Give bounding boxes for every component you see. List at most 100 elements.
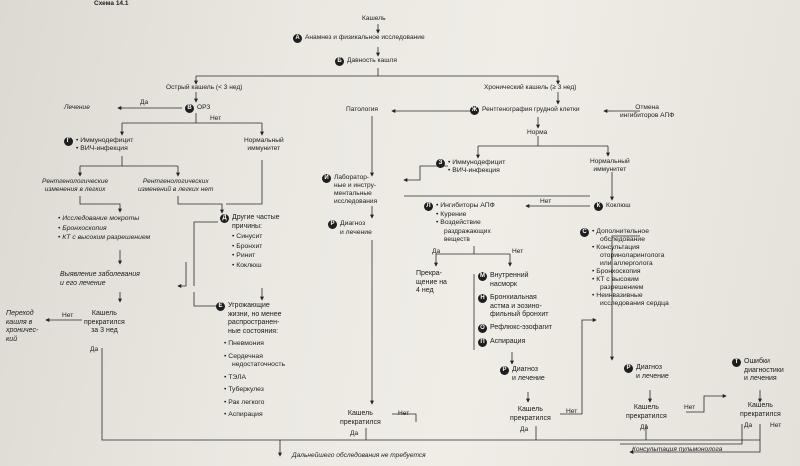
s-item-cont: обследование [600,236,645,243]
text-line: Рентгенологических [142,178,209,185]
node-pulmo-consult: Консультация пульмонолога [632,446,723,453]
label-no-l: Нет [512,248,524,255]
d-item: Ринит [232,251,262,261]
text-line: Угрожающие [228,302,270,309]
node-stop-4wk: Прекра- щение на 4 нед [416,270,447,296]
e-item: Рак легкого [224,399,285,408]
badge-t: Т [732,358,741,367]
label-yes-cs3: Да [640,424,649,431]
l-item: Курение [436,211,495,220]
investigation-item: КТ с высоким разрешением [58,233,150,243]
text-line: Диагноз [512,366,538,373]
label-yes-cs1: Да [350,430,359,437]
text-line: ные и инстру- [334,182,377,189]
label-no-cs4: Нет [770,422,782,429]
label-no-cs2: Нет [566,408,578,415]
text-line: насморк [490,280,517,288]
z-item: ВИЧ-инфекция [448,167,505,175]
text-line: Рентгенологические [42,178,109,185]
node-chronic-cough: Хронический кашель (≥ 3 нед) [484,84,577,91]
node-l-item3-cont: раздражающих веществ [444,228,491,244]
node-cough: Кашель [362,15,386,22]
node-normal-immunity-2: Нормальный иммунитет [590,158,630,174]
z-item: Иммунодефицит [448,159,505,167]
node-zh: Ж Рентгенография грудной клетки [470,106,580,115]
e-item: Туберкулез [224,386,285,395]
d-item: Бронхит [232,242,262,252]
node-cancel-ace: Отмена ингибиторов АПФ [620,104,674,120]
node-detect-disease: Выявление заболевания и его лечение [60,270,140,288]
text-line: Диагноз [636,364,662,371]
node-zh-text: Рентгенография грудной клетки [482,106,580,113]
node-o-text: Рефлюкс-эзофагит [490,324,553,331]
label-no-3wk: Нет [62,312,74,319]
text-line: и лечение [636,372,669,380]
node-m: М Внутренний насморк [478,272,529,289]
s-item: Дополнительное [592,228,669,236]
text-line: ингибиторов АПФ [620,112,675,119]
node-g-list: Иммунодефицит ВИЧ-инфекция [76,137,133,153]
node-d-list: Синусит Бронхит Ринит Коклюш [232,232,262,270]
text-line: иммунитет [593,166,627,173]
l-item: Воздействие [436,219,495,228]
badge-n: Н [478,294,487,303]
text-line: исследования [334,198,378,205]
text-line: и лечение [512,374,545,382]
s-item: Неинвазивные [592,292,669,300]
text-line: Нормальный [590,158,630,165]
node-r: Р Диагноз и лечение [328,220,372,237]
text-line: Кашель [347,410,373,417]
node-cough-stopped-1: Кашель прекратился [340,410,381,427]
text-line: Прекра- [416,270,442,277]
s-item: КТ с высоким [592,276,669,284]
text-line: прекратился [626,412,667,420]
l-item: Ингибиторы АПФ [436,202,495,211]
text-line: Лаборатор- [334,174,370,181]
node-t: Т Ошибки диагностики и лечения [732,358,784,384]
investigation-item: Исследование мокроты [58,214,150,224]
node-cough-stopped-3wk: Кашель прекратился за 3 нед [84,310,125,336]
node-treatment: Лечение [64,104,90,111]
s-item-cont: исследования сердца [600,300,669,307]
node-transition-chronic: Переход кашля в хроничес- кий [6,310,38,344]
text-line: Кашель [747,402,773,409]
text-line: кашля в [6,318,33,326]
text-line: жизни, но менее [228,310,282,318]
e-item: Сердечная [224,353,285,362]
node-v: В ОРЗ [185,104,210,113]
text-line: прекратился [510,414,551,422]
label-no-k: Нет [540,198,552,205]
badge-s: С [580,228,589,237]
d-item: Коклюш [232,261,262,271]
text-line: Кашель [517,406,543,413]
node-no-further-exam: Дальнейшего обследования не требуется [292,452,426,459]
node-i: И Лаборатор- ные и инстру- ментальные ис… [322,174,377,206]
investigation-item: Бронхоскопия [58,224,150,234]
node-e-list: Пневмония Сердечная недостаточность ТЭЛА… [224,340,285,420]
s-item: Бронхоскопия [592,268,669,276]
node-s-list: Дополнительное обследование Консультация… [592,228,669,308]
text-line: прекратился [84,318,125,326]
text-line: раздражающих [444,228,491,235]
label-yes-l: Да [432,248,441,255]
badge-m: М [478,272,487,281]
text-line: Выявление заболевания [60,271,140,278]
badge-r2: Р [500,366,509,375]
s-item: Консультация [592,244,669,252]
node-g: Г Иммунодефицит ВИЧ-инфекция [64,137,133,153]
badge-a: А [293,34,302,43]
node-a: А Анамнез и физикальное исследование [293,34,425,43]
text-line: Кашель [633,404,659,411]
node-l: Л Ингибиторы АПФ Курение Воздействие [424,202,495,228]
node-e: Е Угрожающие жизни, но менее распростран… [216,302,282,336]
text-line: причины: [232,222,262,230]
text-line: астма и эозино- [490,302,542,310]
node-a-text: Анамнез и физикальное исследование [305,34,425,41]
e-item: ТЭЛА [224,374,285,383]
badge-k: К [594,202,603,211]
text-line: Другие частые [232,214,280,221]
badge-o: О [478,324,487,333]
text-line: веществ [444,236,470,243]
node-b: Б Давность кашля [335,57,397,66]
